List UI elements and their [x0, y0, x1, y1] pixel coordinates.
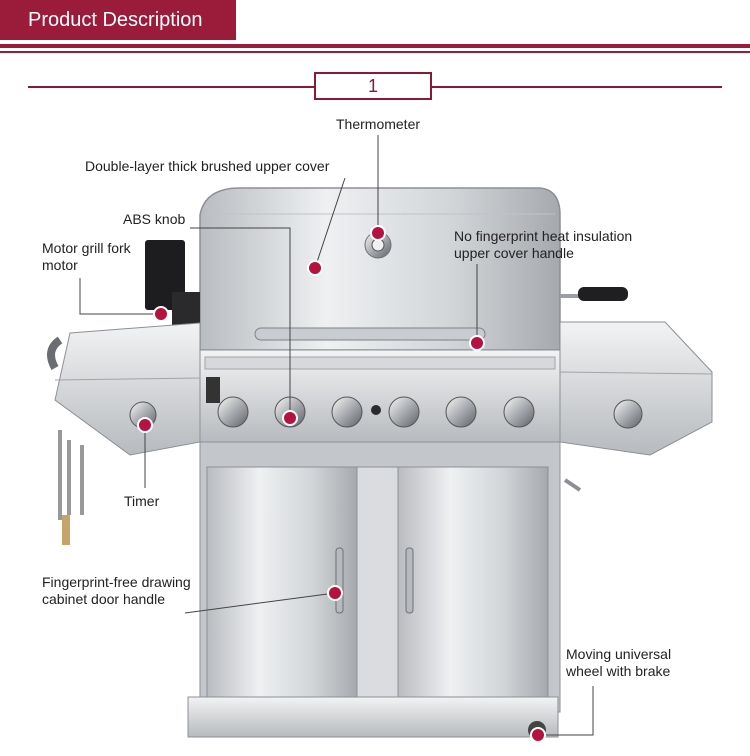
marker-handle — [469, 335, 485, 351]
label-abs-knob: ABS knob — [123, 211, 186, 227]
section-rule-right — [432, 86, 722, 88]
label-wheel-line1: Moving universal — [566, 646, 672, 662]
callout-lines — [79, 135, 594, 736]
marker-abs-knob — [282, 410, 298, 426]
marker-wheel — [530, 727, 546, 743]
label-handle-line1: No fingerprint heat insulation — [454, 228, 633, 244]
marker-thermometer — [370, 225, 386, 241]
right-side-shelf — [559, 321, 713, 492]
label-handle-line2: upper cover handle — [454, 245, 574, 261]
grill-cabinet — [187, 441, 561, 739]
label-motor: Motor grill fork motor — [42, 240, 131, 274]
left-side-shelf — [47, 322, 201, 545]
section-number-box: 1 — [314, 72, 432, 100]
label-door-handle: Fingerprint-free drawing cabinet door ha… — [42, 574, 191, 608]
label-door-line2: cabinet door handle — [42, 591, 165, 607]
label-door-line1: Fingerprint-free drawing — [42, 574, 191, 590]
marker-upper-cover — [307, 260, 323, 276]
label-handle: No fingerprint heat insulation upper cov… — [454, 228, 632, 262]
label-wheel: Moving universal wheel with brake — [566, 646, 671, 680]
label-motor-line1: Motor grill fork — [42, 240, 131, 256]
label-wheel-line2: wheel with brake — [566, 663, 671, 679]
marker-motor — [153, 306, 169, 322]
section-header-title: Product Description — [28, 8, 203, 31]
control-panel — [199, 349, 561, 443]
marker-door-handle — [327, 585, 343, 601]
header-divider-thin — [0, 51, 750, 53]
section-number: 1 — [367, 75, 378, 96]
marker-timer — [137, 417, 153, 433]
grill-lid — [199, 187, 561, 351]
label-thermometer: Thermometer — [336, 116, 421, 132]
header-divider-thick — [0, 44, 750, 48]
label-timer: Timer — [124, 493, 160, 509]
section-rule-left — [28, 86, 314, 88]
label-motor-line2: motor — [42, 257, 78, 273]
section-header-tab: Product Description — [0, 0, 236, 40]
label-upper-cover: Double-layer thick brushed upper cover — [85, 158, 330, 174]
